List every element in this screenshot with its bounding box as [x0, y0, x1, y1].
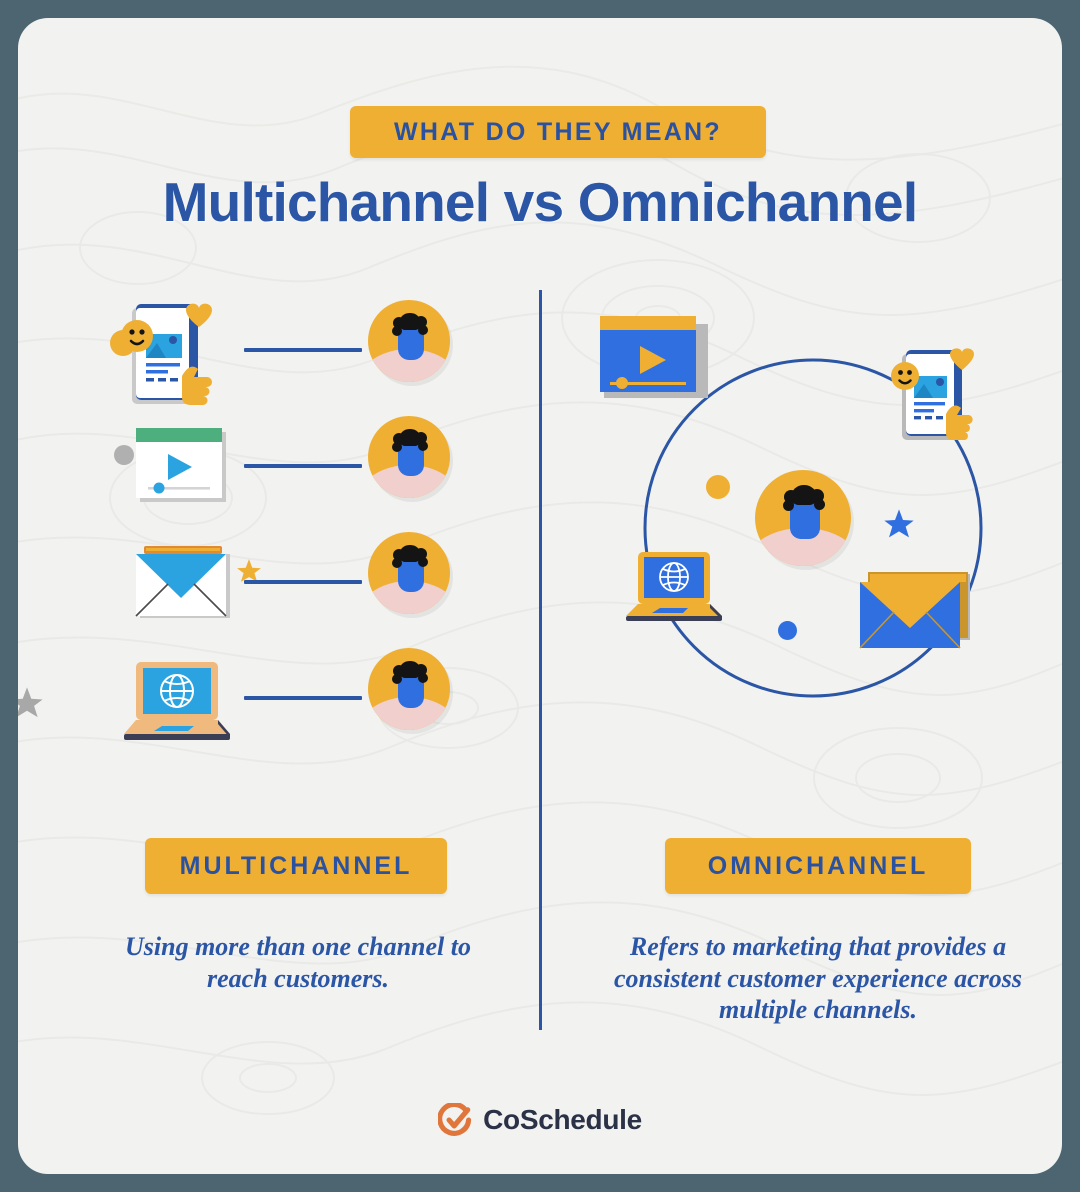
customer-avatar — [368, 416, 450, 498]
multichannel-description: Using more than one channel to reach cus… — [124, 932, 471, 993]
omnichannel-ring — [643, 358, 983, 698]
laptop-globe-icon — [616, 546, 726, 636]
video-player-icon — [110, 406, 235, 526]
infographic-card: WHAT DO THEY MEAN? Multichannel vs Omnic… — [18, 18, 1062, 1174]
blue-star-decoration — [884, 509, 914, 538]
customer-avatar — [368, 532, 450, 614]
customer-avatar — [368, 648, 450, 730]
gray-star-decoration — [18, 687, 43, 718]
page-title: Multichannel vs Omnichannel — [162, 171, 918, 233]
yellow-star-decoration — [237, 559, 261, 582]
list-item — [18, 406, 539, 526]
video-player-icon — [596, 312, 720, 404]
social-phone-icon — [880, 338, 990, 448]
connector-line — [244, 348, 362, 352]
connector-line — [244, 464, 362, 468]
blue-dot-decoration — [778, 621, 797, 640]
customer-avatar — [368, 300, 450, 382]
footer-logo: CoSchedule — [18, 1103, 1062, 1137]
multichannel-rows — [18, 290, 539, 790]
email-envelope-icon — [850, 558, 982, 658]
list-item — [18, 638, 539, 758]
brand-name: CoSchedule — [483, 1104, 642, 1135]
list-item — [18, 522, 539, 642]
section-divider — [539, 290, 542, 1030]
multichannel-badge: MULTICHANNEL — [145, 838, 447, 894]
omnichannel-diagram — [578, 316, 1048, 738]
omnichannel-description: Refers to marketing that provides a cons… — [613, 932, 1023, 1025]
gray-dot-decoration — [114, 445, 134, 465]
eyebrow-badge-label: WHAT DO THEY MEAN? — [394, 117, 722, 146]
connector-line — [244, 580, 362, 584]
yellow-dot-decoration — [706, 475, 730, 499]
multichannel-badge-label: MULTICHANNEL — [179, 851, 413, 880]
connector-line — [244, 696, 362, 700]
email-envelope-icon — [110, 522, 235, 642]
laptop-globe-icon — [110, 638, 235, 758]
omnichannel-badge-label: OMNICHANNEL — [707, 851, 929, 880]
social-phone-icon — [110, 290, 235, 410]
list-item — [18, 290, 539, 410]
omnichannel-badge: OMNICHANNEL — [665, 838, 971, 894]
coschedule-check-icon — [438, 1103, 472, 1136]
customer-avatar — [755, 470, 851, 566]
eyebrow-badge: WHAT DO THEY MEAN? — [350, 106, 766, 158]
